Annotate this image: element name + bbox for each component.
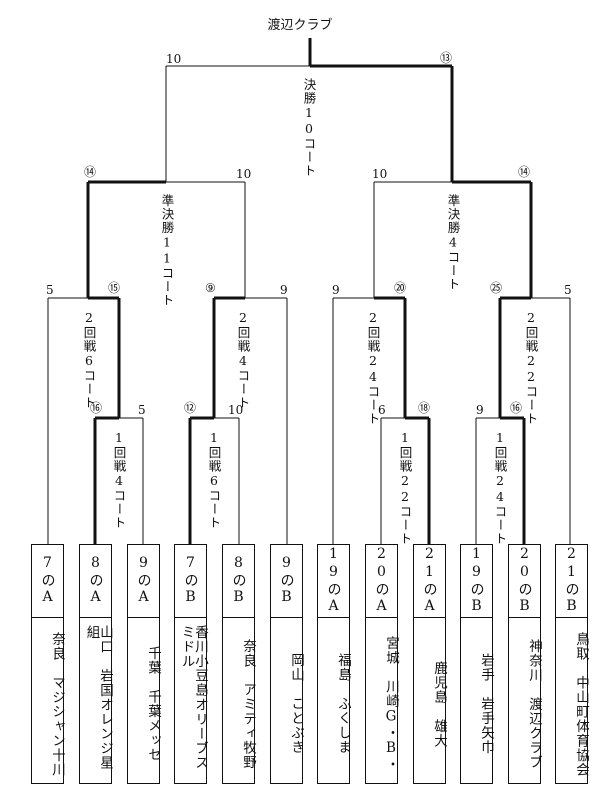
r2d-court: 22コート [523, 353, 539, 426]
r2c-round-label: 2回戦24コート [365, 310, 381, 426]
team-box: 21のB 鳥取 中山町体育協会 [555, 544, 589, 784]
team-box: 19のB 岩手 岩手矢巾 [460, 544, 494, 784]
team-code: 20のB [509, 545, 540, 618]
team-name: 鳥取 中山町体育協会 [573, 631, 589, 777]
r2c-round: 2回戦 [365, 310, 381, 353]
r1b-court: 6コート [206, 473, 222, 530]
team-box: 8のA 山口 岩国オレンジ星組 [79, 544, 114, 784]
sf-left-score-right: 10 [236, 167, 252, 181]
sf-left-round-label: 準決勝11コート [159, 194, 175, 308]
r1b-score-right: 10 [228, 403, 244, 417]
sf-right-score-right: ⑭ [518, 165, 531, 179]
team-box: 7のB 香川小豆島オリーブスミドル [174, 544, 209, 784]
r2d-score-right: 5 [564, 283, 572, 297]
sf-right-score-left: 10 [372, 167, 388, 181]
team-code: 7のA [32, 545, 63, 618]
sf-right-court: 4コート [445, 234, 461, 292]
team-code: 8のA [80, 545, 111, 618]
team-name: 鹿児島 雄大 [431, 660, 447, 748]
team-code: 21のA [414, 545, 445, 618]
r2c-score-right: ⑳ [394, 281, 407, 295]
r1b-round: 1回戦 [206, 430, 222, 473]
r2a-score-right: ⑮ [108, 281, 121, 295]
team-box: 21のA 鹿児島 雄大 [413, 544, 447, 784]
r1c-score-right: ⑱ [418, 401, 431, 415]
r2a-court: 6コート [81, 353, 97, 410]
r2a-round: 2回戦 [81, 310, 97, 353]
team-code: 7のB [175, 545, 206, 618]
r1d-score-left: 9 [476, 403, 484, 417]
team-name: 奈良 マジシャン十川 [49, 631, 65, 777]
team-box: 9のA 千葉 千葉メッセ [127, 544, 161, 784]
team-box: 19のA 福島 ふくしま [317, 544, 351, 784]
team-box: 8のB 奈良 アミティ牧野 [222, 544, 256, 784]
team-name: 岡山 ことぶき [288, 653, 304, 755]
sf-left-score-left: ⑭ [84, 165, 97, 179]
r1d-score-right: ⑯ [510, 401, 523, 415]
team-name: 千葉 千葉メッセ [145, 646, 161, 762]
team-code: 9のB [271, 545, 302, 618]
r2b-score-right: 9 [280, 283, 288, 297]
r2a-score-left: 5 [46, 283, 54, 297]
final-court: 10コート [301, 105, 317, 178]
r1c-court: 22コート [397, 473, 413, 546]
final-round: 決勝 [301, 78, 317, 105]
r2a-round-label: 2回戦6コート [81, 310, 97, 410]
team-name: 山口 岩国オレンジ星組 [83, 625, 114, 770]
team-box: 7のA 奈良 マジシャン十川 [31, 544, 65, 784]
sf-right-round: 準決勝 [445, 194, 461, 235]
team-name: 岩手 岩手矢巾 [478, 653, 494, 755]
team-name: 福島 ふくしま [335, 653, 351, 755]
r1a-round: 1回戦 [111, 430, 127, 473]
team-name: 奈良 アミティ牧野 [240, 638, 256, 770]
team-code: 19のA [318, 545, 349, 618]
sf-left-court: 11コート [159, 234, 175, 308]
r1a-score-right: 5 [138, 403, 146, 417]
r2c-score-left: 9 [332, 283, 340, 297]
r2b-round-label: 2回戦4コート [235, 310, 251, 410]
r1d-court: 24コート [492, 473, 508, 546]
team-code: 20のA [366, 545, 397, 618]
sf-left-round: 準決勝 [159, 194, 175, 235]
champion-label: 渡辺クラブ [267, 18, 333, 33]
r1b-round-label: 1回戦6コート [206, 430, 222, 530]
r1d-round: 1回戦 [492, 430, 508, 473]
r1b-score-left: ⑫ [184, 401, 197, 415]
final-round-label: 決勝10コート [301, 78, 317, 178]
team-code: 9のA [128, 545, 159, 618]
r1a-round-label: 1回戦4コート [111, 430, 127, 530]
r1d-round-label: 1回戦24コート [492, 430, 508, 546]
team-box: 20のA 宮城 川崎G・B・ [365, 544, 399, 784]
team-code: 8のB [223, 545, 254, 618]
r1a-court: 4コート [111, 473, 127, 530]
team-name: 宮城 川崎G・B・ [383, 636, 399, 772]
team-code: 19のB [461, 545, 492, 618]
final-score-left: 10 [166, 52, 182, 66]
team-box: 9のB 岡山 ことぶき [270, 544, 304, 784]
r2c-court: 24コート [365, 353, 381, 426]
r1c-round-label: 1回戦22コート [397, 430, 413, 546]
r2b-court: 4コート [235, 353, 251, 410]
r2b-round: 2回戦 [235, 310, 251, 353]
r2d-score-left: ㉕ [490, 281, 503, 295]
r1c-score-left: 6 [378, 403, 386, 417]
team-name: 香川小豆島オリーブスミドル [178, 625, 209, 770]
team-code: 21のB [556, 545, 587, 618]
final-score-right: ⑬ [440, 51, 453, 65]
r1a-score-left: ⑯ [90, 401, 103, 415]
team-name: 神奈川 渡辺クラブ [526, 638, 542, 770]
r2d-round: 2回戦 [523, 310, 539, 353]
r1c-round: 1回戦 [397, 430, 413, 473]
r2d-round-label: 2回戦22コート [523, 310, 539, 426]
team-box: 20のB 神奈川 渡辺クラブ [508, 544, 542, 784]
r2b-score-left: ⑨ [205, 281, 216, 295]
sf-right-round-label: 準決勝4コート [445, 194, 461, 292]
